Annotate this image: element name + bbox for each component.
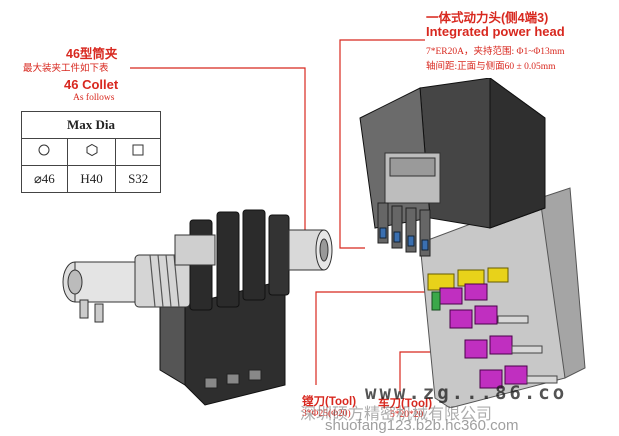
power-head-illustration xyxy=(359,78,586,408)
power-head-title-cn: 一体式动力头(侧4端3) xyxy=(426,11,549,25)
square-shape-icon xyxy=(115,138,161,166)
collet-subtitle-cn: 最大装夹工件如下表 xyxy=(23,63,109,74)
max-dia-hex: H40 xyxy=(66,165,117,193)
max-dia-header: Max Dia xyxy=(21,111,161,139)
max-dia-table: Max Dia ⌀46 H40 S32 xyxy=(21,111,161,193)
boring-tool-leader-line xyxy=(315,291,465,385)
round-shape-icon xyxy=(21,138,68,166)
collet-spindle-illustration xyxy=(62,209,333,406)
collet-leader-line xyxy=(130,67,306,230)
power-head-spec-2: 轴间距:正面与侧面60 ± 0.05mm xyxy=(426,62,556,72)
collet-subtitle-en: As follows xyxy=(73,93,115,103)
watermark-url: www.zg...86.co xyxy=(365,382,568,404)
turning-tool-title: 车刀(Tool) xyxy=(378,398,433,410)
hexagon-shape-icon xyxy=(66,138,117,166)
max-dia-square: S32 xyxy=(115,165,161,193)
watermark-domain: shuofang123.b2b.hc360.com xyxy=(325,417,519,434)
collet-title-cn: 46型筒夹 xyxy=(66,47,118,61)
collet-title-en: 46 Collet xyxy=(64,77,119,92)
turning-tool-spec: 5*20*20 xyxy=(390,410,424,420)
max-dia-round: ⌀46 xyxy=(21,165,68,193)
watermark-company: 深圳硕方精密机械有限公司 xyxy=(300,406,493,423)
power-head-title-en: Integrated power head xyxy=(426,24,565,39)
boring-tool-spec: 3*Φ25(Φ20) xyxy=(302,409,351,419)
power-head-leader-line xyxy=(339,39,425,249)
boring-tool-title: 镗刀(Tool) xyxy=(302,396,357,408)
power-head-spec-1: 7*ER20A，夹持范围: Φ1~Φ13mm xyxy=(426,47,565,57)
